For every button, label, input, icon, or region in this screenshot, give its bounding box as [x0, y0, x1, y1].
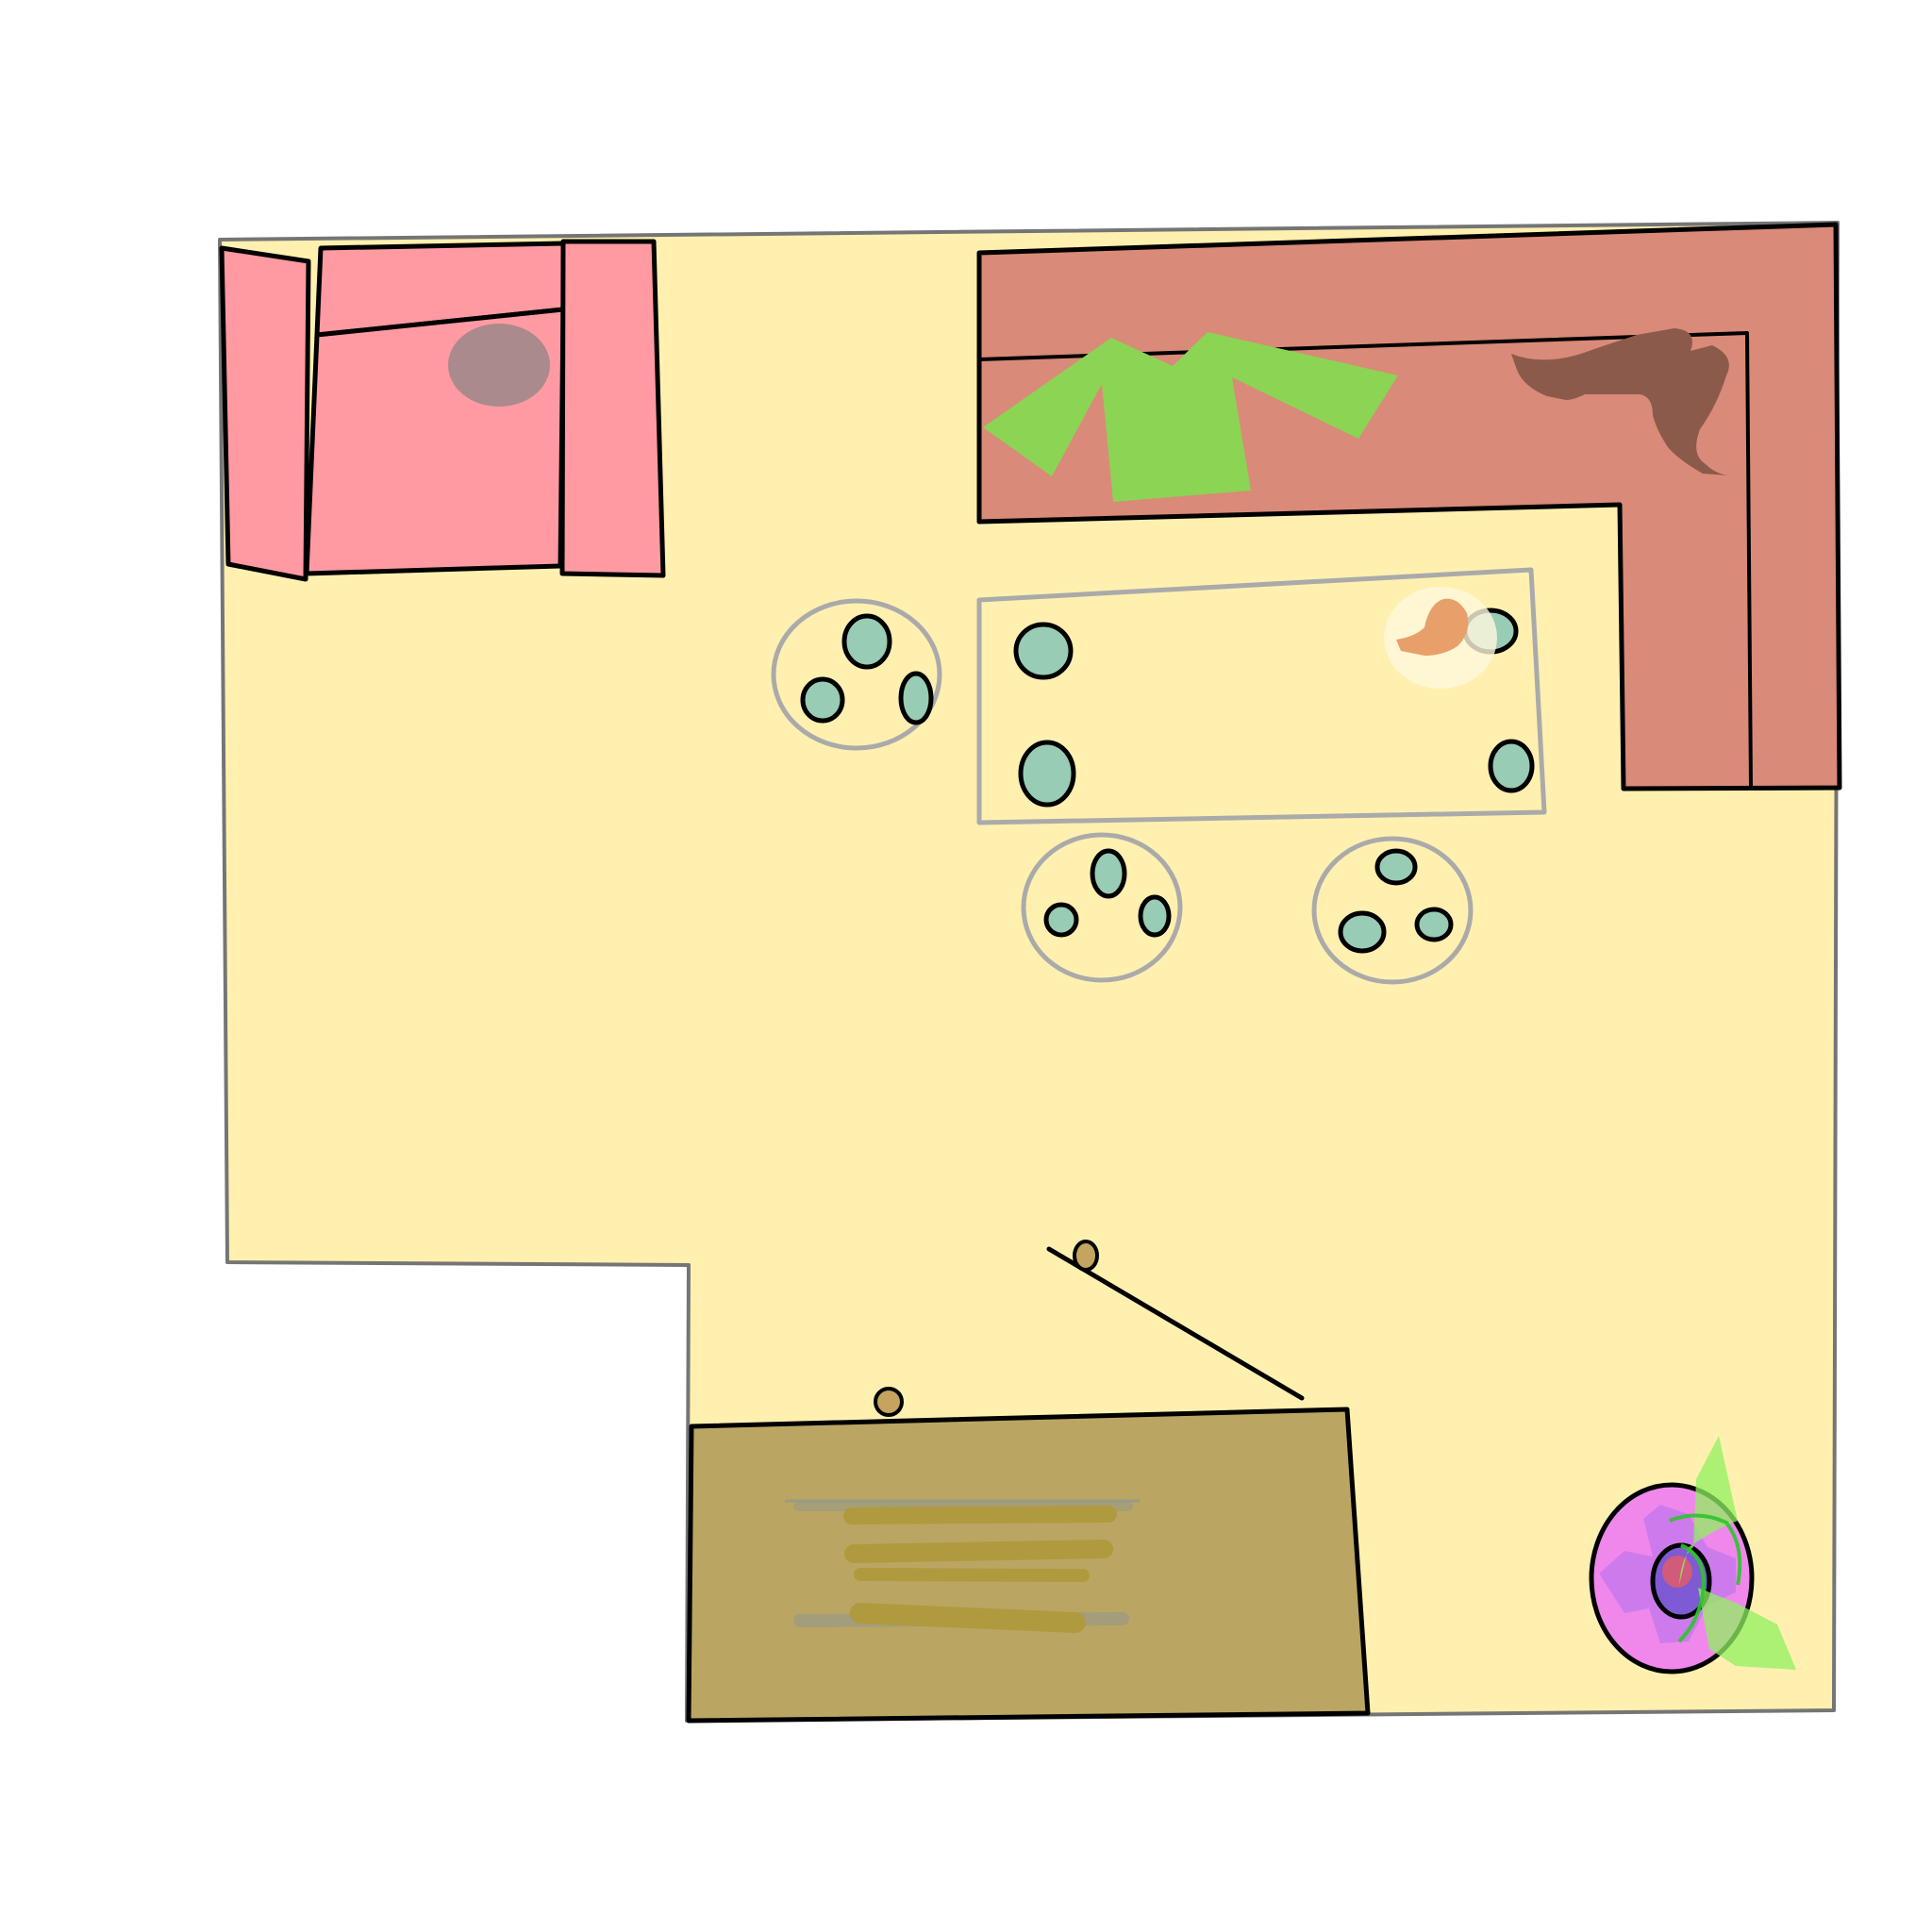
armchair-icon [219, 239, 666, 582]
round-table-chair [1090, 848, 1127, 899]
round-table-1 [771, 598, 942, 751]
rug-body [686, 1407, 1371, 1724]
round-table-chair [898, 671, 934, 725]
round-table-chair [1043, 902, 1079, 938]
rug-icon [686, 1407, 1371, 1724]
round-table-3 [1311, 836, 1474, 985]
dining-chair [1488, 739, 1535, 793]
round-table-chair [1138, 894, 1172, 938]
round-table-icon [1311, 836, 1474, 985]
dining-table-icon [976, 567, 1547, 825]
dining-chair [1018, 740, 1076, 808]
round-table-chair [1414, 907, 1454, 942]
round-table-chair [1374, 848, 1418, 886]
dining-chair [1013, 622, 1074, 680]
round-table-chair [800, 676, 845, 724]
lamp-leaf [1679, 1436, 1738, 1585]
l-counter-stain [1511, 328, 1729, 475]
food-item [1396, 598, 1469, 656]
round-table-2 [1021, 832, 1183, 983]
round-table-chair [1338, 910, 1387, 954]
lamp-ring [1669, 1513, 1742, 1586]
rug-stripe [844, 1540, 1113, 1563]
door-knob [1073, 1240, 1099, 1272]
door-icon [874, 1240, 1305, 1417]
plant-icon [983, 332, 1398, 502]
round-table-chair [841, 613, 892, 670]
lamp-ring [1677, 1543, 1706, 1643]
rug-stripe [843, 1506, 1117, 1524]
armchair-cushion [448, 324, 550, 407]
door-knob [874, 1387, 904, 1417]
round-table-icon [771, 598, 942, 751]
door-leaf [1046, 1246, 1305, 1401]
round-table-icon [1021, 832, 1183, 983]
rug-stripe [854, 1568, 1090, 1582]
lamp-dot [1662, 1556, 1692, 1588]
floor-lamp-icon [1589, 1436, 1796, 1674]
l-shaped-counter-icon [976, 222, 1842, 791]
dining-table-top [976, 567, 1547, 825]
lamp-leaf [1698, 1588, 1796, 1670]
armchair-right-arm [559, 239, 666, 578]
rug-stripe [850, 1603, 1086, 1633]
armchair-left-arm [219, 245, 311, 582]
